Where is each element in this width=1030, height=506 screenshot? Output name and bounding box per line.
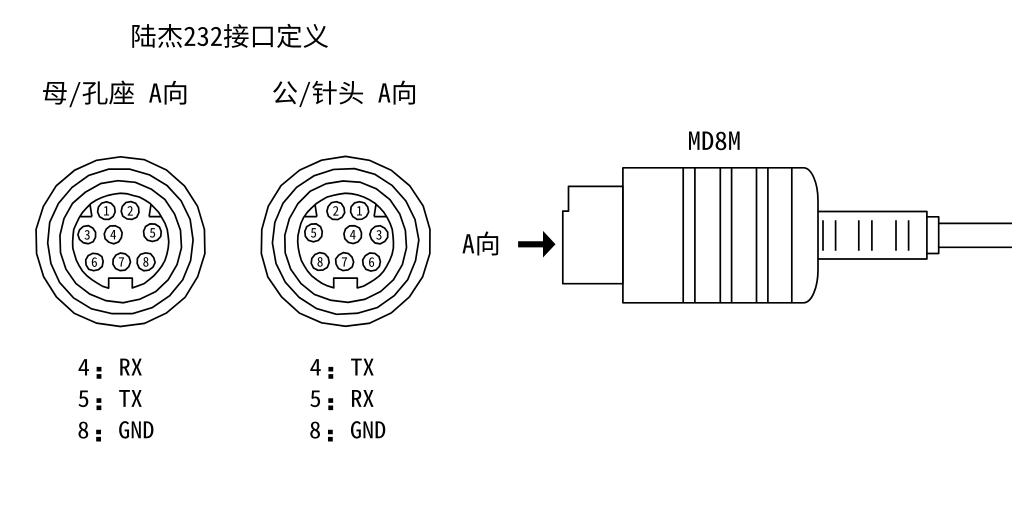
female-connector-pin-1-number [103, 206, 110, 216]
female-connector-pin-4-hole [103, 224, 123, 245]
female-connector-pin-8-hole [136, 252, 156, 272]
male-connector-ring-2 [271, 167, 420, 316]
side-view-strain-relief [818, 210, 928, 260]
female-connector-caption: 母/孔座 A向 [43, 81, 194, 107]
male-pin-number-7: 7 [341, 255, 349, 268]
female-connector-pin-2-number [127, 206, 133, 216]
male-pin-number-4: 4 [349, 228, 357, 241]
male-pin-number-6: 6 [368, 255, 376, 268]
male-connector-shield [296, 192, 395, 289]
female-pin-number-5: 5 [149, 226, 157, 239]
female-connector-pin-6-hole [84, 252, 104, 272]
female-pin-number-1: 1 [103, 204, 111, 217]
male-connector-pin-5-hole [304, 223, 324, 243]
male-pinout-line-2: 5：RX [310, 390, 375, 413]
male-pin-number-1: 1 [356, 204, 364, 217]
female-connector-pin-1-hole [96, 200, 116, 221]
female-pin-number-4: 4 [109, 228, 117, 241]
male-connector-pin-8-hole [310, 251, 331, 272]
female-connector-pin-2-hole [120, 200, 140, 221]
female-connector-pin-6-number [91, 257, 97, 267]
female-connector-pin-3-hole [77, 224, 97, 245]
female-connector-pin-7-hole [112, 252, 132, 272]
female-connector-caption-text [43, 80, 187, 108]
male-connector-pin-4-hole [343, 224, 363, 245]
male-pinout-line-1-text [310, 358, 374, 379]
female-pinout-line-3: 8：GND [79, 421, 157, 444]
page-title: 陆杰232接口定义 [132, 24, 335, 50]
male-connector-pin-3-hole [368, 224, 389, 245]
view-direction-label: A向 [463, 232, 505, 258]
female-connector-pin-5-hole [142, 223, 163, 243]
male-pin-number-5: 5 [310, 226, 318, 239]
title-text [132, 23, 329, 48]
male-connector-pin-4-number [349, 230, 356, 240]
female-pin-number-3: 3 [83, 228, 91, 241]
male-pinout-line-1: 4：TX [310, 359, 375, 382]
female-pin-number-6: 6 [90, 255, 98, 268]
male-pinout-line-3-text [310, 421, 386, 442]
male-pinout-line-3: 8：GND [310, 421, 388, 444]
female-pin-number-2: 2 [126, 204, 134, 217]
view-direction-arrow-icon [518, 230, 556, 258]
male-connector-pin-6-number [369, 257, 375, 267]
male-pin-number-8: 8 [316, 255, 324, 268]
female-connector-ring-2 [46, 168, 194, 315]
female-pinout-line-2: 5：TX [79, 390, 144, 413]
female-connector-pin-4-number [110, 230, 117, 240]
male-connector-caption: 公/针头 A向 [273, 81, 424, 107]
female-pinout-line-1-text [78, 358, 142, 379]
male-connector-pin-8-number [317, 257, 323, 267]
female-connector-ring-1 [35, 155, 206, 328]
female-connector-index-notches [79, 204, 162, 218]
female-pin-number-7: 7 [118, 255, 126, 268]
male-connector-pin-2-hole [326, 200, 346, 221]
connector-model-label: MD8M [689, 132, 749, 157]
female-pin-number-8: 8 [142, 255, 150, 268]
male-connector-index-notches [304, 204, 387, 218]
female-connector-pin-3-number [84, 230, 90, 240]
female-connector-ring-3 [59, 179, 183, 304]
male-pin-number-3: 3 [375, 228, 383, 241]
male-pin-number-2: 2 [332, 204, 340, 217]
female-connector-pin-5-number [149, 228, 156, 238]
male-connector-pin-2-number [333, 206, 339, 216]
side-view-body-ribs [682, 167, 769, 303]
male-connector-caption-text [273, 80, 416, 108]
female-connector-shield [71, 192, 170, 290]
male-connector-pin-7-number [341, 257, 348, 267]
male-connector-pin-5-number [310, 228, 317, 238]
male-connector-pin-1-number [356, 206, 363, 216]
female-pinout-line-1: 4：RX [79, 359, 144, 382]
male-pinout-line-2-text [310, 389, 374, 411]
male-connector-pin-3-number [376, 230, 382, 240]
male-connector-pin-7-hole [334, 251, 355, 272]
connector-model-label-text [689, 131, 740, 151]
male-connector-pin-1-hole [349, 200, 370, 221]
female-pinout-line-3-text [78, 421, 154, 442]
side-view-end-cap [791, 166, 819, 304]
side-view-body [622, 166, 793, 304]
female-connector-pin-8-number [143, 257, 149, 267]
side-view-strain-relief-ribs [822, 220, 910, 251]
side-view-cable-boot [926, 215, 940, 255]
male-connector-ring-1 [260, 155, 431, 328]
side-view-plug-tip [561, 185, 624, 285]
view-direction-label-text [462, 231, 499, 256]
female-connector-pin-7-number [118, 257, 125, 267]
male-connector-ring-3 [283, 180, 408, 304]
female-pinout-line-2-text [78, 389, 142, 411]
side-view-cable [938, 222, 1012, 249]
male-connector-pin-6-hole [361, 252, 382, 272]
